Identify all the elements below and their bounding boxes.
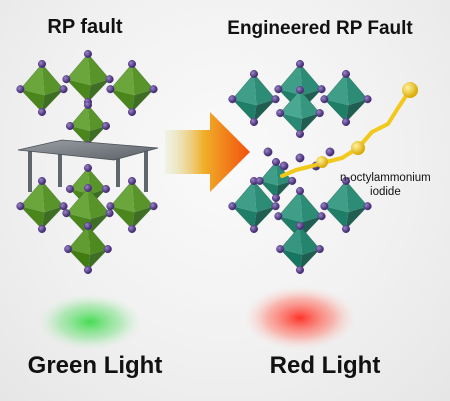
atom (84, 164, 92, 172)
atom (296, 266, 304, 274)
atom (272, 158, 280, 166)
octahedron (17, 60, 68, 116)
atom (38, 108, 46, 116)
atom (84, 222, 92, 230)
atom (66, 122, 74, 130)
pillar (28, 150, 32, 192)
atom (229, 95, 237, 103)
atom (66, 185, 74, 193)
atom (84, 101, 92, 109)
atom (17, 85, 25, 93)
right-panel-title: Engineered RP Fault (190, 18, 450, 40)
atom (104, 245, 112, 253)
atom (275, 212, 283, 220)
atom (229, 202, 237, 210)
atom (316, 245, 324, 253)
atom (107, 202, 115, 210)
atom (128, 177, 136, 185)
atom (296, 130, 304, 138)
red-light-caption: Red Light (210, 352, 440, 380)
octahedron (63, 50, 114, 106)
atom (256, 177, 264, 185)
atom (296, 86, 304, 94)
green-light-caption: Green Light (0, 352, 190, 380)
atom (316, 109, 324, 117)
atom (342, 70, 350, 78)
atom (318, 85, 326, 93)
atom (106, 209, 114, 217)
atom (296, 60, 304, 68)
atom (296, 187, 304, 195)
octahedron (64, 222, 111, 274)
atom (321, 202, 329, 210)
atom (342, 225, 350, 233)
atom (84, 50, 92, 58)
atom (150, 85, 158, 93)
atom (63, 75, 71, 83)
atom (84, 266, 92, 274)
atom (272, 95, 280, 103)
atom (64, 245, 72, 253)
atom (128, 60, 136, 68)
atom (318, 212, 326, 220)
octahedron (321, 70, 372, 126)
atom (280, 162, 288, 170)
ligand-atom (402, 82, 418, 98)
atom (296, 154, 304, 162)
octahedron (276, 222, 323, 274)
rp-fault-structure (17, 50, 158, 274)
atom (102, 185, 110, 193)
atom (364, 202, 372, 210)
octahedron (229, 70, 280, 126)
atom (63, 209, 71, 217)
green-light-glow (38, 294, 142, 350)
atom (342, 118, 350, 126)
atom (38, 177, 46, 185)
atom (272, 194, 280, 202)
ligand-label-line1: n-octylammonium (340, 171, 431, 185)
atom (107, 85, 115, 93)
atom (321, 95, 329, 103)
atom (128, 108, 136, 116)
atom (288, 177, 296, 185)
atom (275, 85, 283, 93)
atom (60, 202, 68, 210)
atom (296, 222, 304, 230)
octahedron (107, 177, 158, 233)
atom (276, 109, 284, 117)
atom (60, 85, 68, 93)
atom (38, 60, 46, 68)
ligand-atom (351, 141, 365, 155)
atom (150, 202, 158, 210)
atom (264, 148, 272, 156)
atom (102, 122, 110, 130)
atom (38, 225, 46, 233)
atom (272, 202, 280, 210)
red-light-glow (244, 286, 356, 350)
atom (250, 118, 258, 126)
atom (106, 75, 114, 83)
atom (326, 148, 334, 156)
spacer-plate (18, 140, 158, 160)
atom (250, 225, 258, 233)
octahedron (107, 60, 158, 116)
ligand-label-line2: iodide (340, 185, 431, 199)
left-panel-title: RP fault (0, 16, 170, 39)
atom (276, 245, 284, 253)
atom (128, 225, 136, 233)
atom (250, 70, 258, 78)
atom (84, 184, 92, 192)
atom (364, 95, 372, 103)
ligand-atom (316, 156, 328, 168)
transformation-arrow (165, 112, 250, 192)
ligand-label: n-octylammonium iodide (340, 171, 431, 199)
pillar (144, 150, 148, 192)
atom (17, 202, 25, 210)
